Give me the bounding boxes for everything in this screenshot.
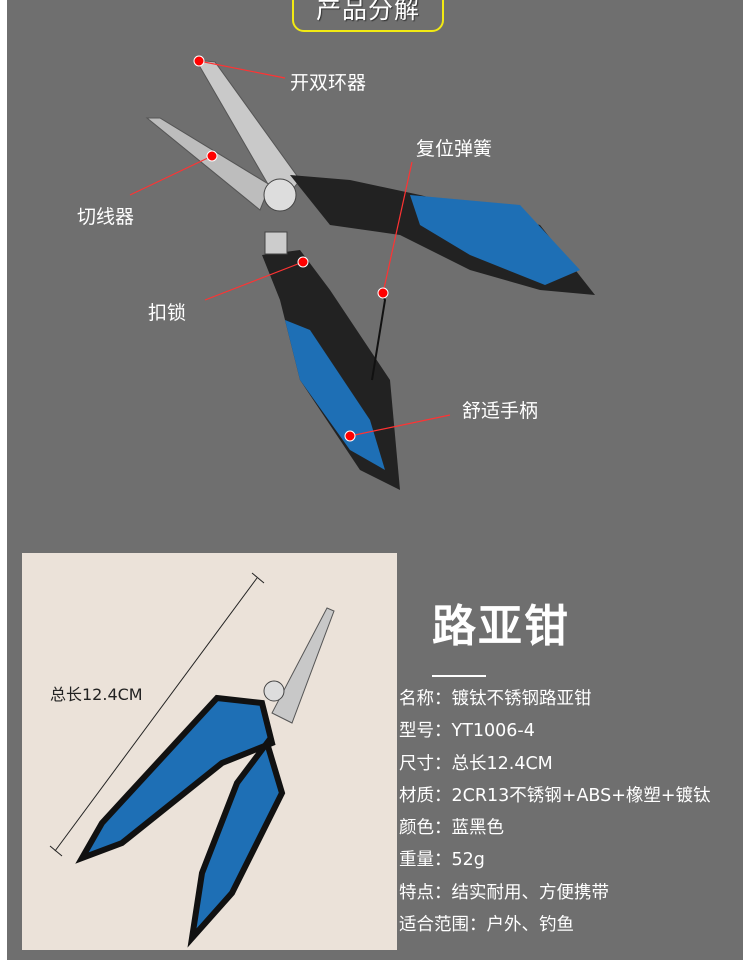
pliers-exploded-diagram <box>129 55 595 490</box>
spec-row: 重量：52g <box>399 847 711 879</box>
spec-row: 材质：2CR13不锈钢+ABS+橡塑+镀钛 <box>399 783 711 815</box>
marker-dot <box>206 150 218 162</box>
pliers-photo <box>49 572 335 948</box>
marker-dot <box>297 256 309 268</box>
product-photo <box>22 553 397 950</box>
divider <box>432 675 486 677</box>
spec-value: 52g <box>451 850 485 871</box>
product-name: 路亚钳 <box>432 601 570 652</box>
spec-value: YT1006-4 <box>451 721 535 742</box>
section-title-text: 产品分解 <box>315 0 420 24</box>
callout-line-cutter: 切线器 <box>77 206 135 228</box>
spec-label: 尺寸： <box>399 753 452 774</box>
callout-ring-opener: 开双环器 <box>290 72 367 94</box>
spec-row: 尺寸：总长12.4CM <box>399 751 711 783</box>
spec-value: 2CR13不锈钢+ABS+橡塑+镀钛 <box>451 785 711 806</box>
callout-spring: 复位弹簧 <box>416 138 493 160</box>
spec-list: 名称：镀钛不锈钢路亚钳 型号：YT1006-4 尺寸：总长12.4CM 材质：2… <box>399 686 711 944</box>
callout-handle: 舒适手柄 <box>462 400 539 422</box>
marker-dot <box>193 55 205 67</box>
spec-value: 户外、钓鱼 <box>486 915 575 936</box>
spec-label: 特点： <box>399 882 452 903</box>
upper-handle-grip <box>410 195 580 285</box>
spec-row: 颜色：蓝黑色 <box>399 815 711 847</box>
spec-row: 适合范围：户外、钓鱼 <box>399 912 711 944</box>
lock-latch <box>264 231 288 255</box>
spec-row: 特点：结实耐用、方便携带 <box>399 880 711 912</box>
spec-value: 总长12.4CM <box>451 753 553 774</box>
spec-row: 型号：YT1006-4 <box>399 718 711 750</box>
spec-label: 重量： <box>399 850 452 871</box>
spec-label: 材质： <box>399 785 452 806</box>
spec-value: 蓝黑色 <box>451 818 505 839</box>
spec-row: 名称：镀钛不锈钢路亚钳 <box>399 686 711 718</box>
callout-lock: 扣锁 <box>148 302 187 324</box>
marker-dot <box>377 287 389 299</box>
section-title: 产品分解 <box>292 0 444 32</box>
pivot-screw <box>263 178 297 212</box>
length-dimension-line <box>54 577 258 852</box>
length-label: 总长12.4CM <box>50 685 143 704</box>
spec-label: 适合范围： <box>399 915 487 936</box>
spec-label: 颜色： <box>399 818 452 839</box>
lower-handle-grip <box>285 320 385 470</box>
marker-dot <box>344 430 356 442</box>
spec-value: 镀钛不锈钢路亚钳 <box>451 689 592 709</box>
spec-label: 名称： <box>399 689 452 709</box>
spec-label: 型号： <box>399 721 452 742</box>
spec-value: 结实耐用、方便携带 <box>451 882 610 903</box>
